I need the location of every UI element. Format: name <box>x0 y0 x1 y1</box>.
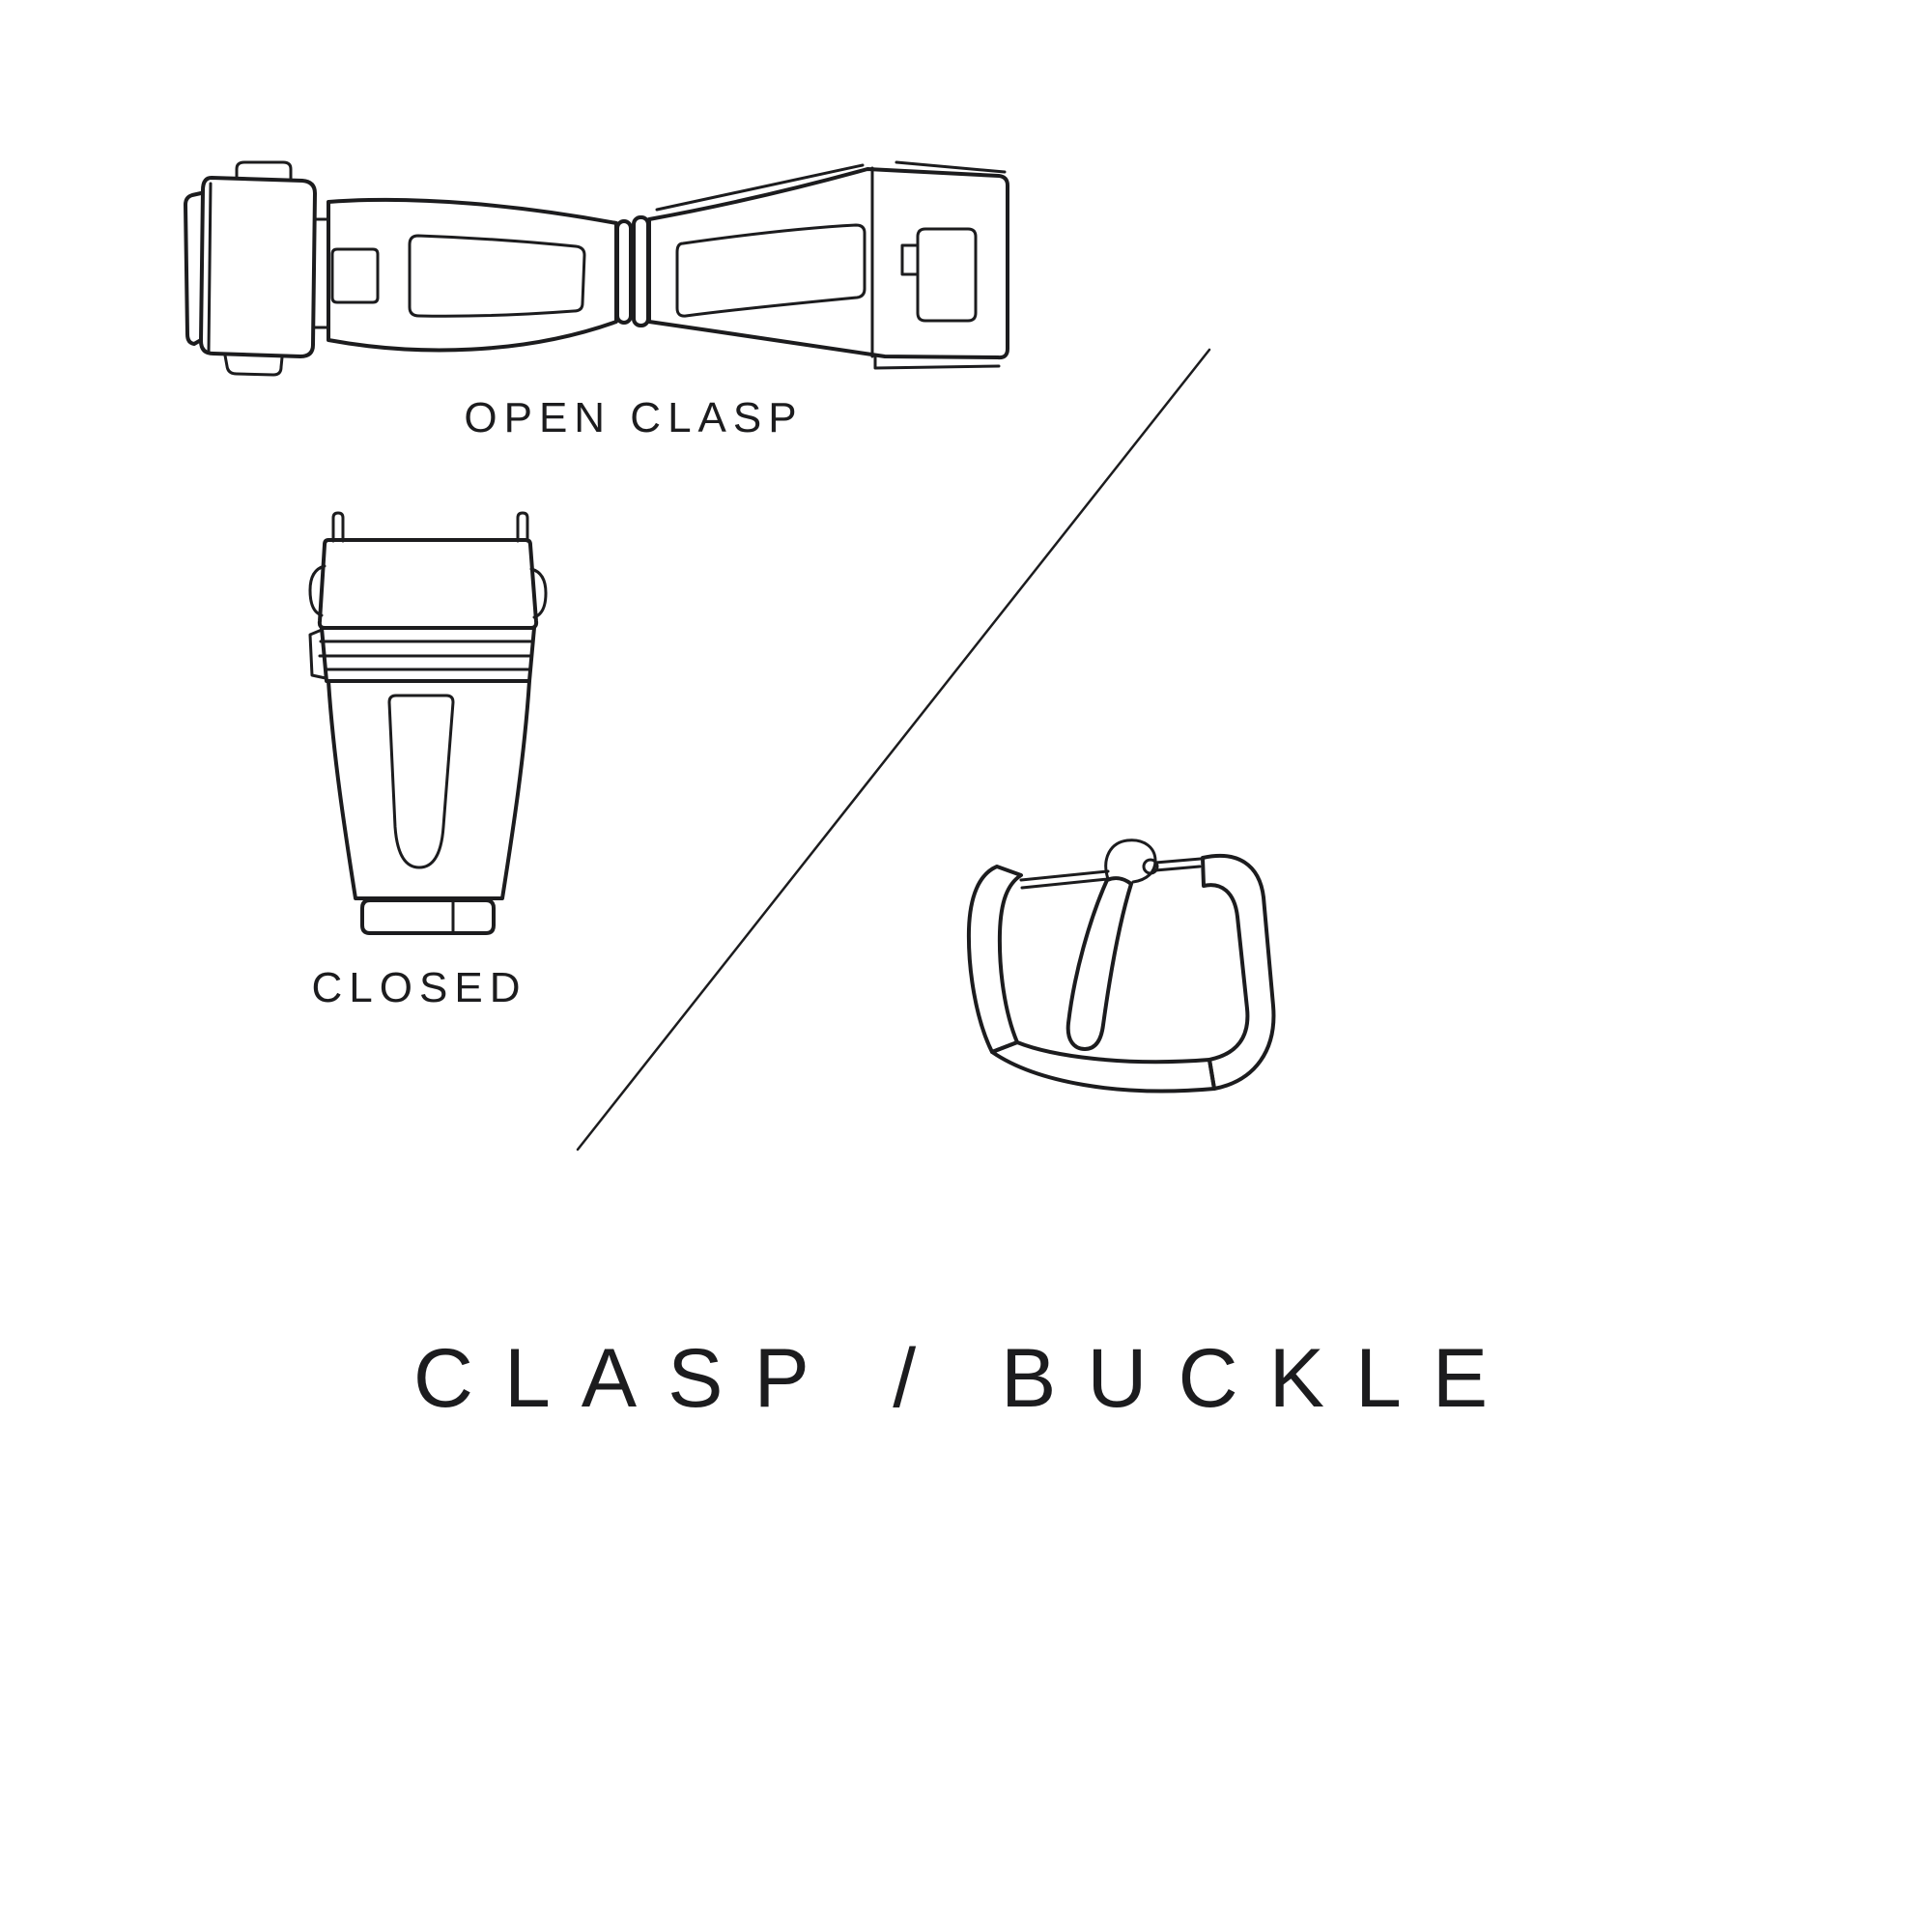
open-clasp-right-arm-details <box>655 160 1007 370</box>
buckle-bottom-frame <box>990 1040 1216 1094</box>
closed-clasp-label: CLOSED <box>311 964 527 1011</box>
diagonal-divider-line <box>576 348 1211 1151</box>
open-clasp-right-arm <box>647 167 1009 360</box>
closed-clasp-illustration <box>308 511 548 935</box>
buckle-tongue <box>1065 876 1133 1051</box>
closed-clasp-side-ears <box>308 564 548 619</box>
open-clasp-hinge-link-1 <box>615 219 633 325</box>
closed-clasp-body <box>327 679 531 900</box>
open-clasp-left-arm <box>327 197 618 353</box>
open-clasp-illustration <box>184 160 1009 377</box>
buckle-bar <box>1019 857 1203 890</box>
buckle-tongue-loop <box>1104 838 1157 884</box>
closed-clasp-prongs <box>331 511 529 543</box>
buckle-right-frame <box>1201 853 1276 1091</box>
diagram-title: CLASP / BUCKLE <box>412 1332 1520 1425</box>
open-clasp-hinge-link-2 <box>632 215 650 327</box>
open-clasp-left-endpiece <box>184 176 317 358</box>
closed-clasp-inner-cutout <box>387 694 455 869</box>
open-clasp-label: OPEN CLASP <box>464 394 804 441</box>
closed-clasp-band-lines <box>308 628 535 680</box>
buckle-left-frame <box>966 865 1023 1054</box>
open-clasp-left-endpiece-details <box>207 160 330 377</box>
closed-clasp-bottom-cap <box>360 898 496 935</box>
open-clasp-left-arm-details <box>330 234 586 318</box>
closed-clasp-top-plate <box>317 538 539 630</box>
buckle-illustration <box>966 838 1276 1094</box>
